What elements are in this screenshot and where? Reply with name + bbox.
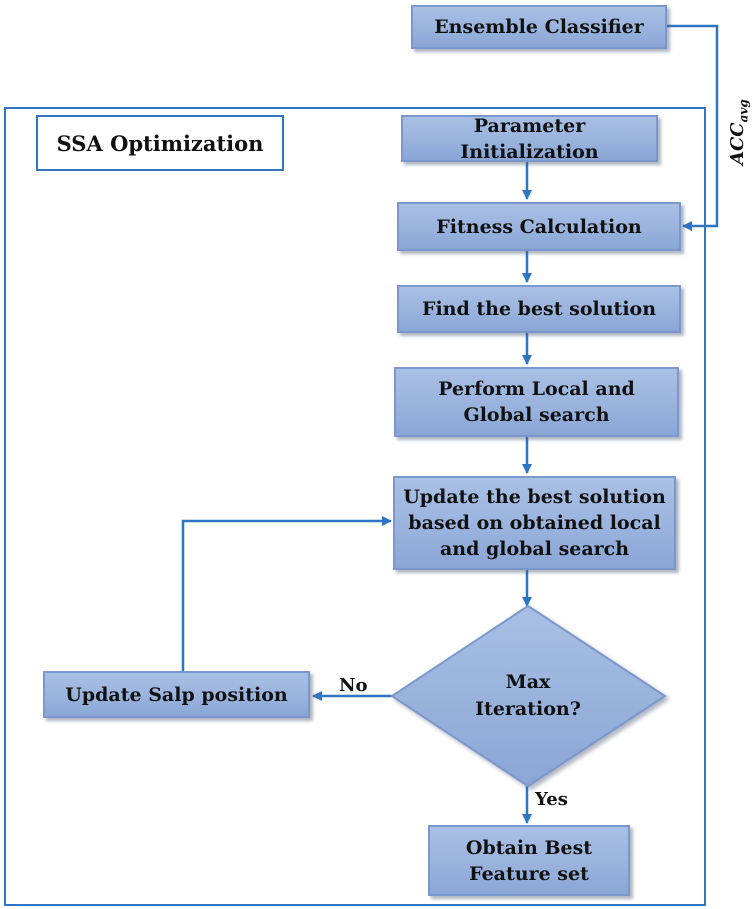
acc-avg-main: ACC [727, 122, 748, 165]
ensemble-classifier-text: Ensemble Classifier [434, 16, 644, 38]
ssa-title-text: SSA Optimization [56, 130, 264, 156]
yes-edge-label: Yes [535, 789, 568, 810]
fitness-calculation-box: Fitness Calculation [397, 202, 681, 251]
update-best-line2: based on obtained local [408, 512, 661, 534]
obtain-best-feature-set-box: Obtain Best Feature set [428, 825, 630, 896]
update-best-line3: and global search [439, 538, 630, 560]
ssa-optimization-title: SSA Optimization [36, 115, 284, 171]
max-iteration-label: Max Iteration? [448, 669, 608, 723]
max-iteration-line1: Max [505, 671, 551, 693]
fitness-calculation-text: Fitness Calculation [436, 215, 642, 238]
parameter-initialization-text: Parameter Initialization [460, 114, 599, 163]
parameter-initialization-box: Parameter Initialization [401, 114, 658, 163]
ssa-optimization-frame [4, 107, 706, 906]
update-salp-position-box: Update Salp position [43, 671, 310, 718]
update-best-line1: Update the best solution [403, 486, 666, 508]
acc-avg-label: ACCavg [727, 95, 751, 165]
local-global-search-line1: Perform Local and [438, 378, 635, 400]
max-iteration-line2: Iteration? [475, 698, 581, 720]
find-best-solution-text: Find the best solution [421, 298, 657, 320]
find-best-solution-box: Find the best solution [397, 285, 681, 333]
acc-avg-sub: avg [736, 99, 751, 123]
local-global-search-line2: Global search [463, 404, 610, 426]
local-global-search-box: Perform Local and Global search [394, 367, 679, 437]
ensemble-classifier-box: Ensemble Classifier [411, 5, 667, 49]
edge-ensemble-to-fitness [667, 24, 719, 231]
obtain-best-line1: Obtain Best [465, 836, 593, 859]
update-best-solution-box: Update the best solution based on obtain… [393, 476, 676, 570]
max-iteration-diamond [390, 604, 667, 788]
obtain-best-line2: Feature set [469, 862, 589, 885]
edge-salp-to-update [181, 516, 392, 671]
no-edge-label: No [339, 675, 368, 696]
update-salp-position-text: Update Salp position [65, 683, 288, 706]
